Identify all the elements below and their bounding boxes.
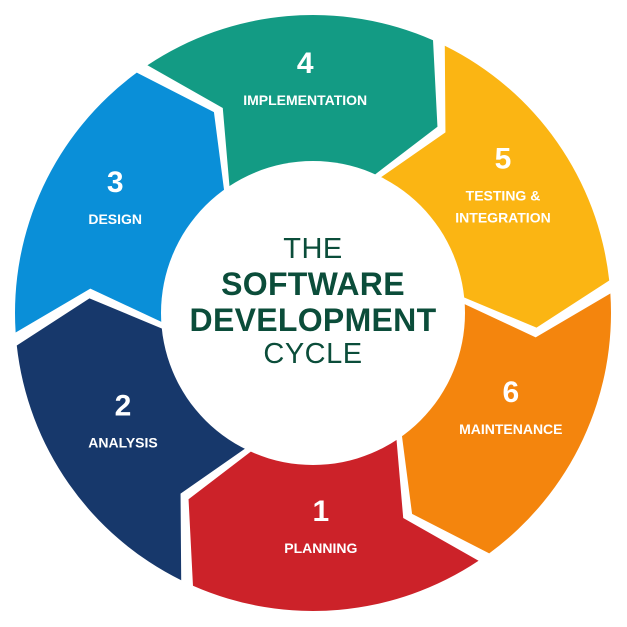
title-line-cycle: CYCLE <box>263 338 363 370</box>
stage-number-6: 6 <box>502 376 519 409</box>
stage-label-3: DESIGN <box>88 211 142 227</box>
title-line-the: THE <box>283 233 343 265</box>
stage-segment-5 <box>379 45 610 328</box>
stage-number-5: 5 <box>495 142 512 175</box>
center-circle <box>161 161 465 465</box>
stage-segment-6 <box>401 293 611 554</box>
stage-number-1: 1 <box>312 495 329 528</box>
stage-segment-3 <box>15 72 225 333</box>
stage-number-4: 4 <box>297 47 314 80</box>
title-line-development: DEVELOPMENT <box>189 302 437 338</box>
diagram-title: THE SOFTWARE DEVELOPMENT CYCLE <box>163 233 463 393</box>
stage-label-5-line2: INTEGRATION <box>455 209 550 225</box>
title-line-software: SOFTWARE <box>221 266 405 302</box>
stage-label-4: IMPLEMENTATION <box>243 92 367 108</box>
stage-number-3: 3 <box>107 166 124 199</box>
stage-number-2: 2 <box>115 390 132 423</box>
stage-segment-1 <box>188 437 479 611</box>
stage-label-2: ANALYSIS <box>88 435 158 451</box>
stage-label-5-line1: TESTING & <box>466 187 541 203</box>
stage-segment-2 <box>16 298 247 581</box>
stage-label-6: MAINTENANCE <box>459 421 562 437</box>
stage-label-1: PLANNING <box>284 540 357 556</box>
stage-segment-4 <box>147 15 438 189</box>
